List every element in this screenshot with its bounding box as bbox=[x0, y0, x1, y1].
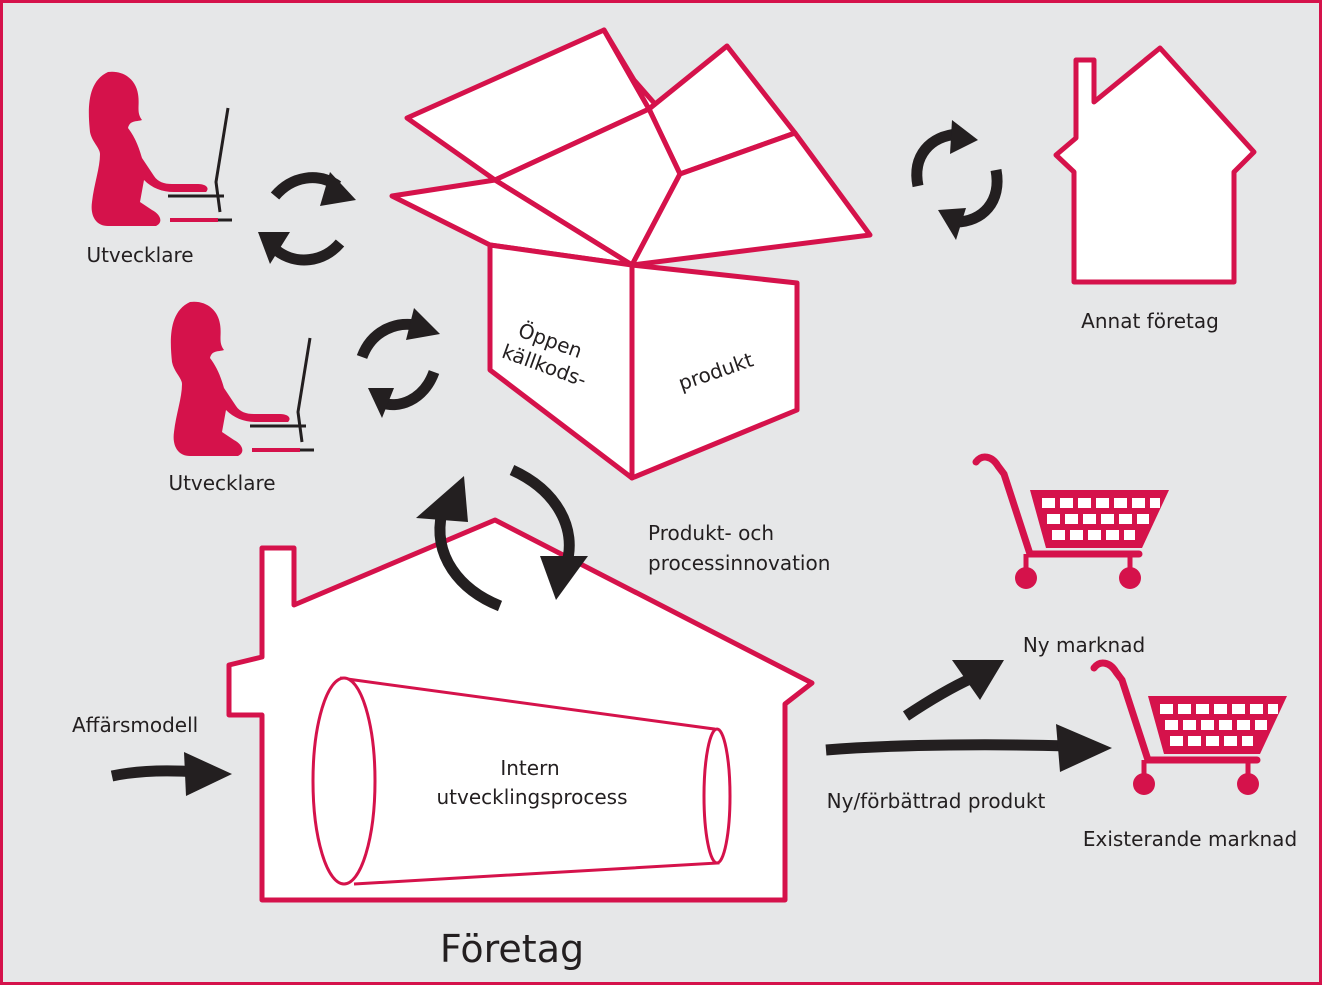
other-company-label: Annat företag bbox=[1081, 309, 1219, 333]
arrow-icon bbox=[902, 660, 1004, 721]
innovation-label-line-2: processinnovation bbox=[648, 551, 830, 575]
cycle-arrows-icon bbox=[356, 308, 440, 418]
developer-1-label: Utvecklare bbox=[86, 243, 193, 267]
innovation-label-line-1: Produkt- och bbox=[648, 521, 774, 545]
cycle-arrows-icon bbox=[416, 464, 588, 612]
internal-process-line-1: Intern bbox=[500, 756, 559, 780]
product-label: Ny/förbättrad produkt bbox=[827, 789, 1046, 813]
house-icon bbox=[1053, 45, 1257, 285]
company-label: Företag bbox=[440, 927, 584, 971]
internal-process-line-2: utvecklingsprocess bbox=[437, 785, 628, 809]
arrow-icon bbox=[825, 724, 1112, 772]
cycle-arrows-icon bbox=[258, 172, 356, 266]
cycle-arrows-icon bbox=[911, 120, 1003, 240]
business-model-label: Affärsmodell bbox=[72, 713, 198, 737]
arrow-icon bbox=[110, 752, 232, 796]
funnel-shape bbox=[311, 676, 732, 886]
existing-market-label: Existerande marknad bbox=[1083, 827, 1297, 851]
new-market-label: Ny marknad bbox=[1023, 633, 1145, 657]
open-box-icon bbox=[389, 27, 873, 481]
developer-2-label: Utvecklare bbox=[168, 471, 275, 495]
